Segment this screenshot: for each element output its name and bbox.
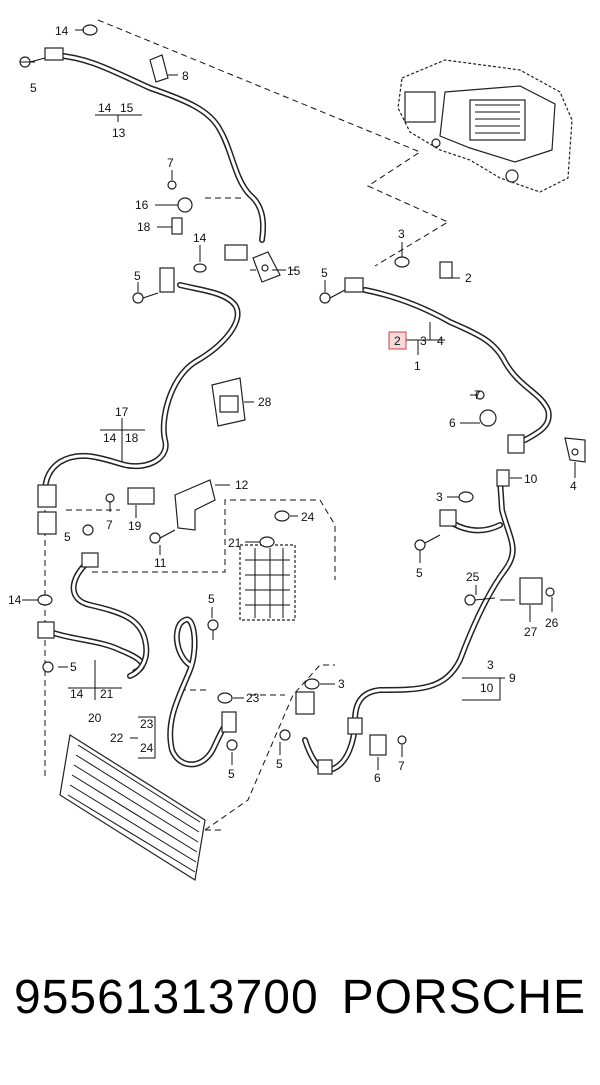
bracket-12 <box>174 479 216 531</box>
callout: 2 <box>394 334 401 348</box>
ac-line-diagram: 14 5 8 14 15 13 7 16 18 14 15 5 3 5 2 2 … <box>8 19 586 881</box>
callout: 10 <box>480 681 494 695</box>
compressor-connector <box>239 544 296 621</box>
callout: 14 <box>70 687 84 701</box>
callout: 20 <box>88 711 102 725</box>
callout: 3 <box>398 227 405 241</box>
callout: 24 <box>140 741 154 755</box>
callout: 5 <box>321 266 328 280</box>
clamp-28 <box>211 377 246 427</box>
callout: 5 <box>64 530 71 544</box>
callouts: 14 5 8 14 15 13 7 16 18 14 15 5 3 5 2 2 … <box>8 24 577 785</box>
callout: 16 <box>135 198 149 212</box>
callout: 4 <box>437 334 444 348</box>
callout: 5 <box>70 660 77 674</box>
callout: 18 <box>125 431 139 445</box>
callout: 7 <box>398 759 405 773</box>
callout: 24 <box>301 510 315 524</box>
callout: 10 <box>524 472 538 486</box>
callout: 21 <box>228 536 242 550</box>
part-number: 95561313700 <box>14 971 319 1024</box>
callout: 27 <box>524 625 538 639</box>
footer: 95561313700 PORSCHE <box>0 970 600 1040</box>
callout: 14 <box>103 431 117 445</box>
callout: 7 <box>106 518 113 532</box>
callout: 7 <box>167 156 174 170</box>
callout: 26 <box>545 616 559 630</box>
callout: 23 <box>140 717 154 731</box>
callout: 14 <box>8 593 22 607</box>
callout: 14 <box>193 231 207 245</box>
callout: 14 <box>55 24 69 38</box>
brand-name: PORSCHE <box>341 971 586 1024</box>
callout: 1 <box>414 359 421 373</box>
callout: 22 <box>110 731 124 745</box>
callout: 6 <box>449 416 456 430</box>
callout: 23 <box>246 691 260 705</box>
reference-lines <box>44 19 450 831</box>
callout: 5 <box>134 269 141 283</box>
callout: 19 <box>128 519 142 533</box>
callout: 7 <box>474 388 481 402</box>
callout: 3 <box>487 658 494 672</box>
callout: 17 <box>115 405 129 419</box>
callout: 15 <box>287 264 301 278</box>
callout: 3 <box>420 334 427 348</box>
callout: 25 <box>466 570 480 584</box>
hardware <box>19 24 586 775</box>
callout: 12 <box>235 478 249 492</box>
callout: 8 <box>182 69 189 83</box>
callout: 6 <box>374 771 381 785</box>
callout: 18 <box>137 220 151 234</box>
callout: 11 <box>154 556 167 570</box>
callout: 28 <box>258 395 272 409</box>
evaporator-housing <box>397 59 573 193</box>
callout: 14 <box>98 101 112 115</box>
condenser <box>59 734 206 881</box>
leader-lines <box>20 29 576 770</box>
callout: 5 <box>30 81 37 95</box>
callout: 13 <box>112 126 126 140</box>
callout: 9 <box>509 671 516 685</box>
highlight-box <box>388 331 407 350</box>
callout: 2 <box>465 271 472 285</box>
callout: 5 <box>228 767 235 781</box>
callout: 5 <box>208 592 215 606</box>
callout: 5 <box>276 757 283 771</box>
callout: 4 <box>570 479 577 493</box>
callout: 5 <box>416 566 423 580</box>
callout: 21 <box>100 687 114 701</box>
callout: 3 <box>338 677 345 691</box>
callout: 15 <box>120 101 134 115</box>
callout: 3 <box>436 490 443 504</box>
